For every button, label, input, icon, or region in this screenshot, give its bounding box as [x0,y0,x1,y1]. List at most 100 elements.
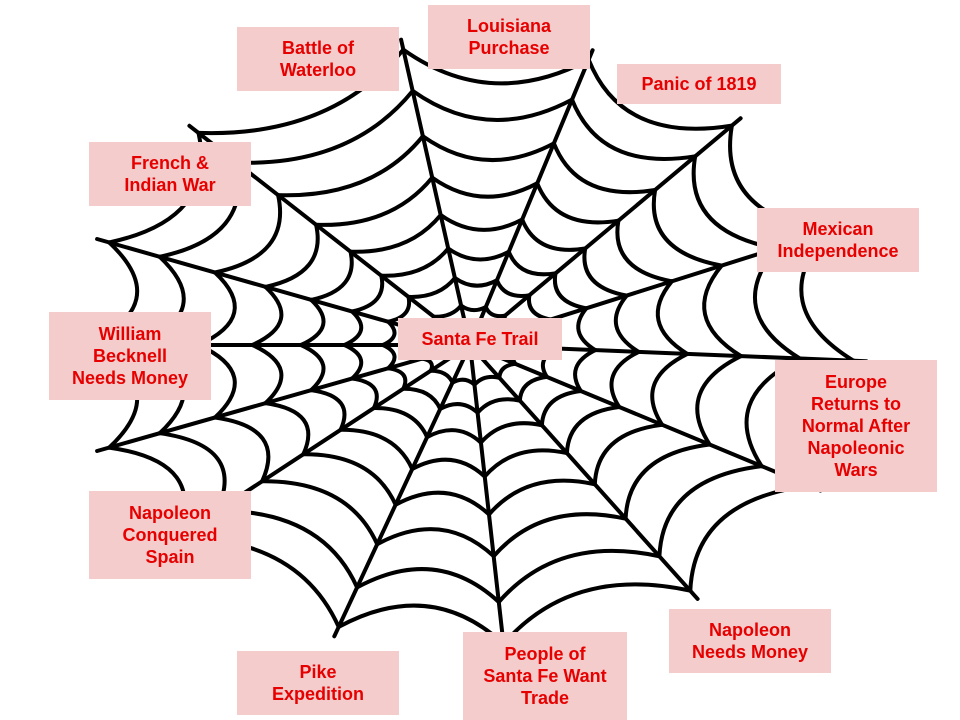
web-ring-segment [250,284,284,347]
web-spoke [468,116,743,347]
web-ring-segment [526,293,553,322]
web-ring-segment [623,442,712,521]
web-ring-segment [539,389,583,428]
node-people-of-santa-fe-want-trade: People of Santa Fe Want Trade [463,632,627,720]
web-ring-segment [459,303,488,313]
web-ring-segment [491,512,628,559]
web-spoke [468,343,700,601]
web-ring-segment [401,386,443,411]
web-ring-segment [381,319,397,347]
web-ring-segment [350,273,385,314]
web-ring-segment [213,415,271,484]
web-ring-segment [276,134,425,198]
node-text: Napoleon Conquered Spain [122,503,218,567]
web-ring-segment [688,483,812,593]
web-ring-segment [564,405,622,456]
web-ring-segment [615,218,674,284]
web-ring-segment [379,246,451,278]
node-french-and-indian-war: French & Indian War [89,142,251,206]
web-ring-segment [342,309,364,347]
web-ring-segment [309,388,347,432]
web-ring-segment [501,582,693,646]
web-ring-segment [609,349,641,409]
web-ring-segment [314,175,435,227]
web-ring-segment [494,278,532,298]
web-ring-segment [428,368,455,385]
web-ring-segment [410,88,574,122]
web-ring-segment [613,293,641,354]
web-ring-segment [213,193,283,275]
web-ring-segment [425,428,483,445]
node-text: William Becknell Needs Money [71,324,189,388]
web-ring-segment [386,366,408,391]
center-label-text: Santa Fe Trail [421,329,539,349]
node-text: Pike Expedition [271,662,364,704]
web-ring-segment [450,377,477,387]
web-ring-segment [348,213,443,254]
web-ring-segment [431,303,464,319]
web-ring-segment [478,421,544,445]
web-ring-segment [381,343,397,371]
web-ring-segment [650,351,690,427]
web-ring-segment [520,217,588,252]
web-ring-segment [430,175,540,199]
web-ring-segment [506,249,558,277]
web-ring-segment [419,356,434,373]
web-ring-segment [355,567,501,604]
web-ring-segment [702,263,743,359]
web-ring-segment [420,134,556,163]
node-text: Europe Returns to Normal After Napoleoni… [801,372,911,480]
web-ring-segment [695,354,743,447]
web-ring-segment [371,405,430,440]
node-text: Panic of 1819 [641,74,757,94]
web-ring-segment [301,452,398,507]
center-label: Santa Fe Trail [398,318,562,360]
web-ring-segment [336,603,506,646]
node-text: People of Santa Fe Want Trade [483,644,607,708]
node-mexican-independence: Mexican Independence [757,208,919,272]
web-ring-segment [338,427,415,471]
web-ring-segment [401,47,591,86]
web-ring-segment [263,401,311,457]
node-europe-returns-to-normal: Europe Returns to Normal After Napoleoni… [775,360,937,492]
web-ring-segment [250,343,284,406]
web-ring-segment [586,57,734,131]
web-ring-segment [406,276,457,299]
web-ring-segment [299,343,326,393]
web-ring-segment [350,376,379,410]
web-ring-segment [438,402,480,415]
node-william-becknell-needs-money: William Becknell Needs Money [49,312,211,400]
web-ring-segment [655,279,690,356]
web-ring-segment [393,490,491,517]
web-ring-segment [375,527,496,559]
node-text: Napoleon Needs Money [691,620,809,662]
web-ring-segment [260,479,380,547]
node-text: French & Indian War [124,153,216,195]
web-ring-segment [386,294,412,324]
web-ring-segment [487,478,597,517]
node-panic-of-1819: Panic of 1819 [617,64,781,104]
web-ring-segment [475,397,522,415]
web-ring-segment [342,343,364,381]
web-ring-segment [570,97,698,161]
web-ring-segment [410,457,487,479]
node-text: Louisiana Purchase [466,16,551,58]
web-ring-segment [551,141,658,195]
web-ring-segment [234,88,415,165]
node-text: Battle of Waterloo [279,38,357,80]
web-ring-segment [263,222,320,289]
web-ring-segment [576,306,598,353]
web-ring-segment [452,276,499,288]
web-ring-segment [446,246,511,262]
web-ring-segment [535,181,621,225]
web-ring-segment [482,448,569,479]
web-ring-segment [657,464,764,559]
web-ring-segment [497,361,518,380]
web-ring-segment [309,249,354,302]
node-battle-of-waterloo: Battle of Waterloo [237,27,399,91]
web-spoke [468,343,507,656]
web-ring-segment [552,271,589,311]
web-ring-segment [651,188,724,268]
web-ring-segment [573,348,598,393]
